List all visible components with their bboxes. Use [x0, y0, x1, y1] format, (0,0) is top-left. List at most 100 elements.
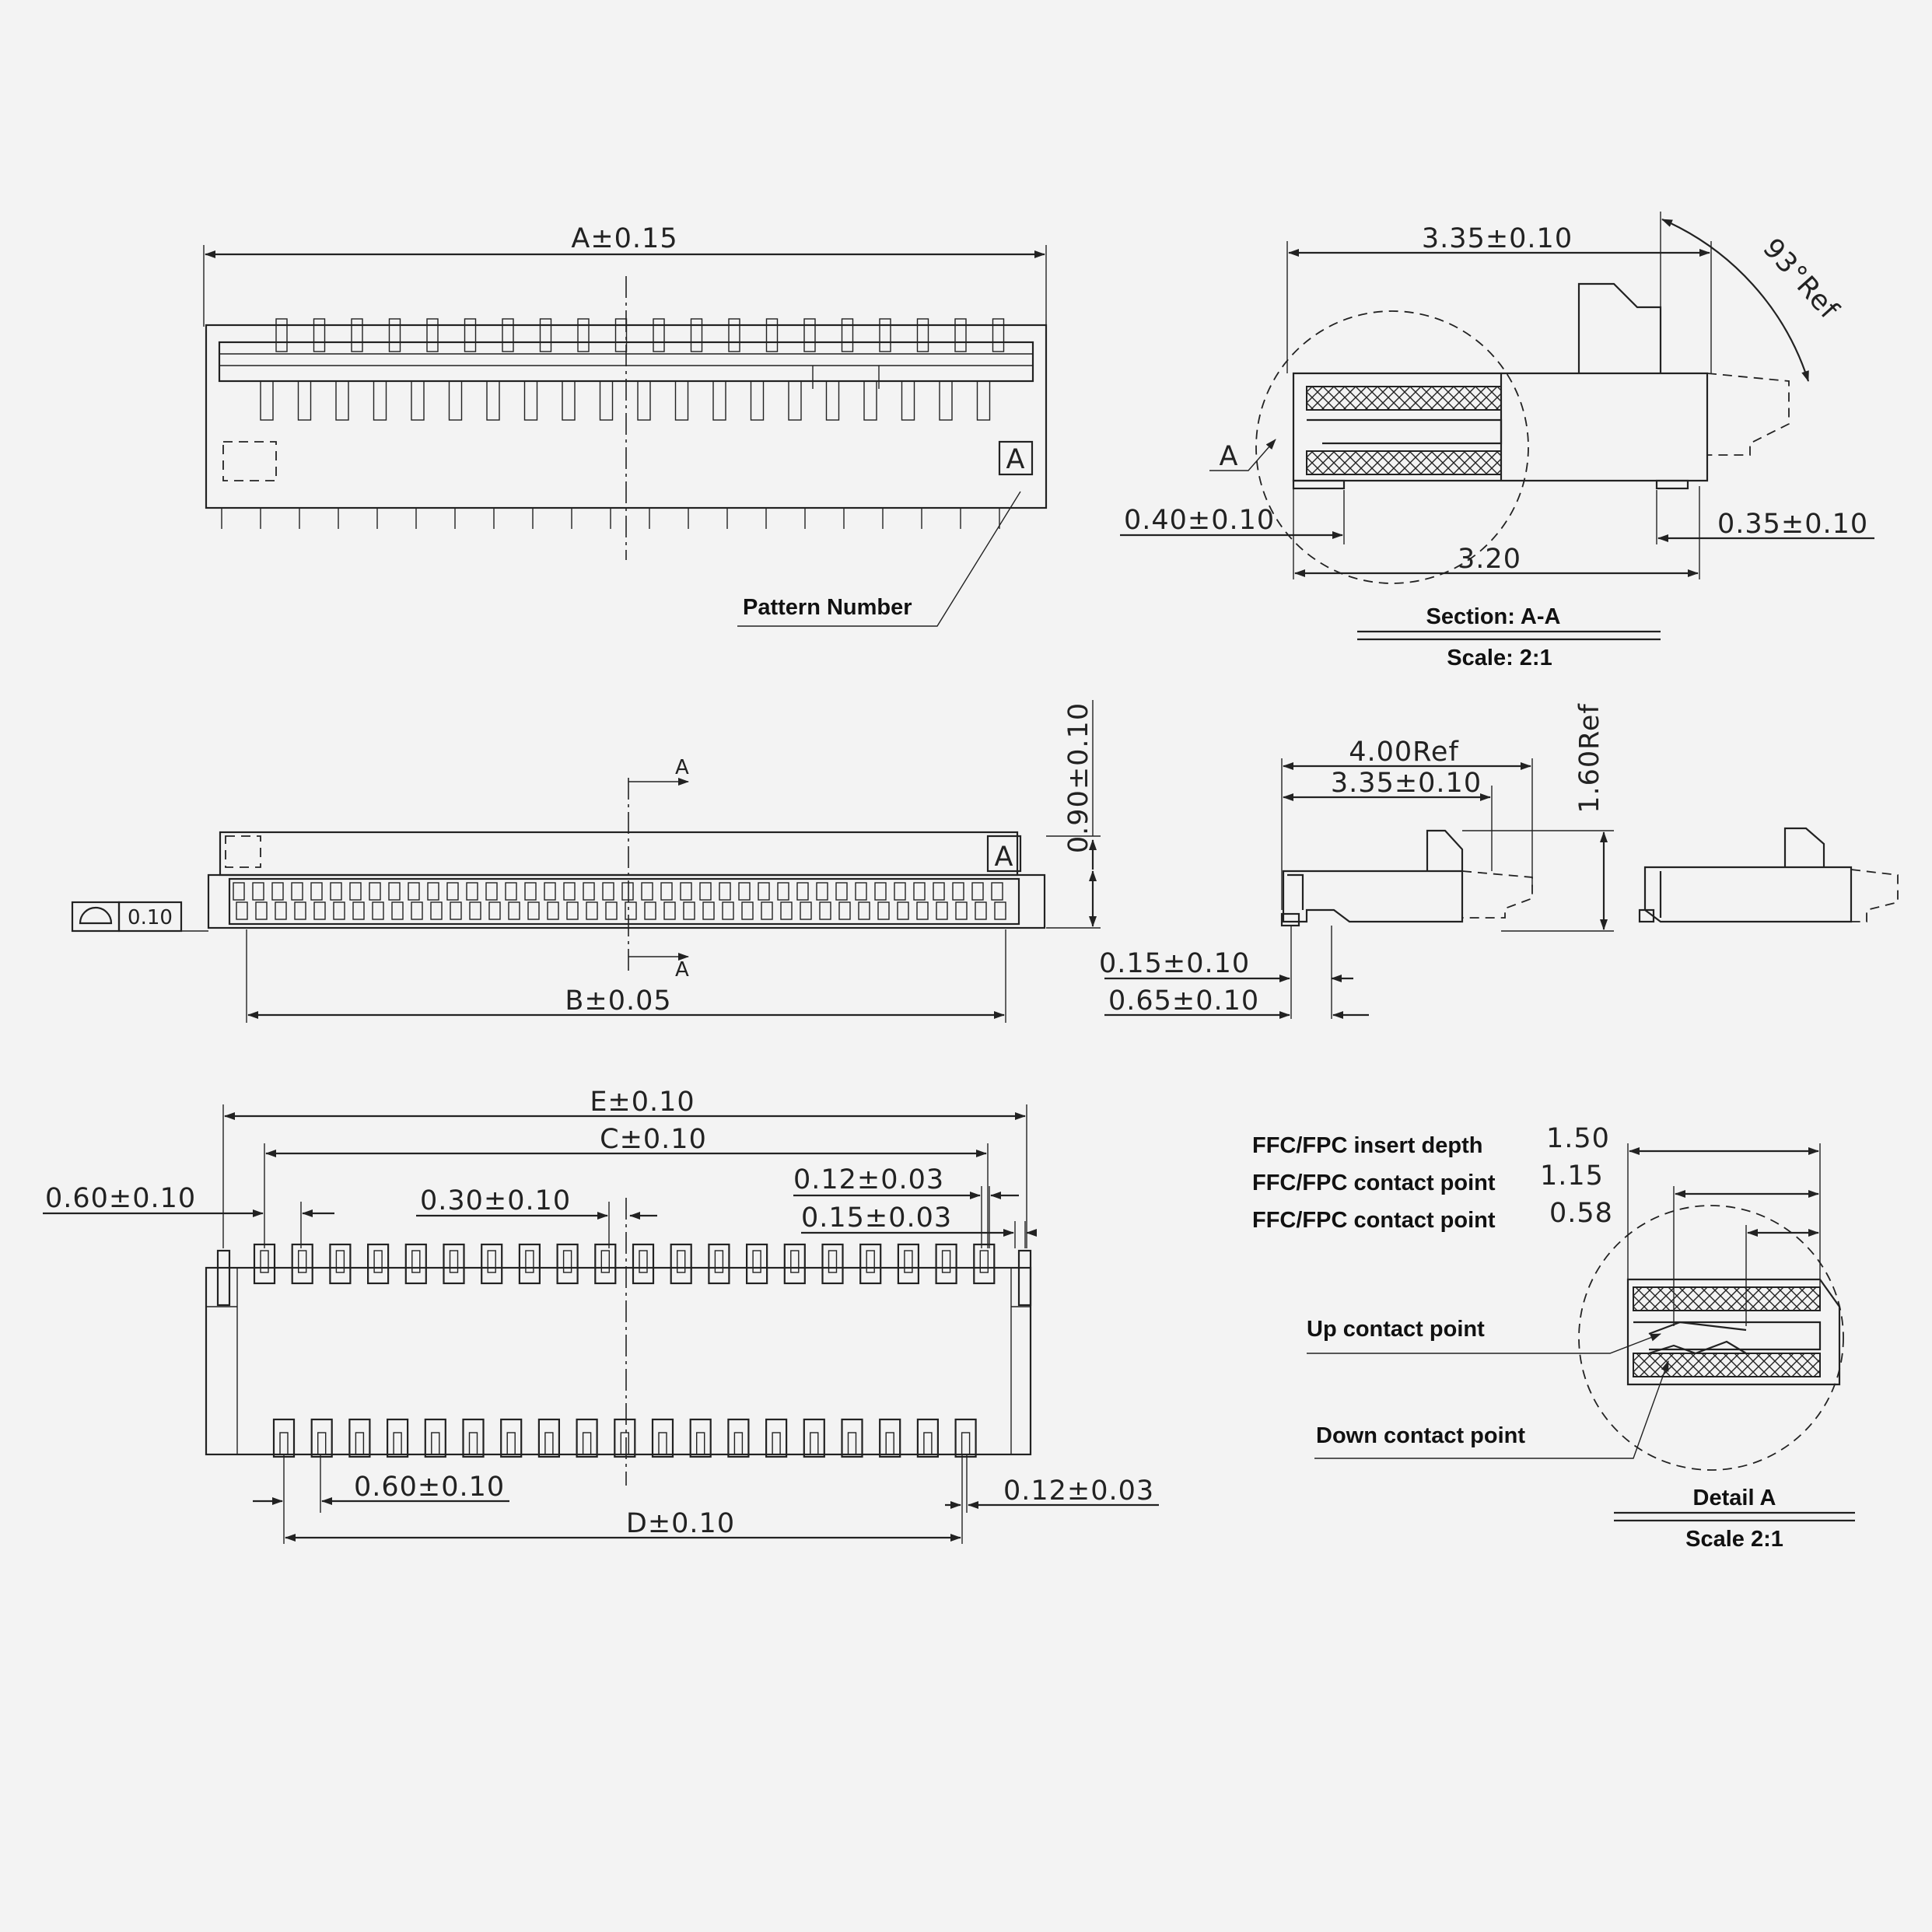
front-contact-lower	[936, 901, 948, 920]
bottom-pin-upper-tip	[373, 1250, 383, 1273]
bottom-dim-pin-width-bottom: 0.12±0.03	[1003, 1475, 1154, 1507]
bottom-view-body	[205, 1266, 1032, 1456]
front-contact-upper	[291, 882, 303, 901]
bottom-pin-lower-tip	[733, 1432, 744, 1455]
top-contact	[502, 318, 514, 352]
front-contact-upper	[252, 882, 264, 901]
front-contact-upper	[660, 882, 673, 901]
pattern-mark-box	[998, 440, 1034, 476]
top-contact	[841, 318, 854, 352]
bottom-pin-upper	[594, 1243, 617, 1285]
bottom-dim-c: C±0.10	[600, 1124, 707, 1155]
detail-row3-label: FFC/FPC contact point	[1252, 1208, 1496, 1233]
section-dim-left: 0.40±0.10	[1124, 505, 1275, 536]
top-contact	[954, 318, 967, 352]
bottom-pin-lower-tip	[544, 1432, 554, 1455]
detail-down-label: Down contact point	[1316, 1423, 1525, 1448]
bottom-pin-upper-tip	[487, 1250, 496, 1273]
front-contact-lower	[877, 901, 890, 920]
front-contact-lower	[722, 901, 734, 920]
front-contact-upper	[602, 882, 614, 901]
bottom-pin-upper-tip	[677, 1250, 686, 1273]
detail-scale: Scale 2:1	[1685, 1527, 1783, 1552]
side-dim-step: 0.15±0.10	[1099, 948, 1250, 979]
section-dim-total: 3.20	[1458, 544, 1521, 575]
front-contact-upper	[310, 882, 323, 901]
front-contact-lower	[450, 901, 462, 920]
bottom-pin-upper-tip	[298, 1250, 307, 1273]
bottom-pin-lower	[537, 1418, 561, 1458]
front-contact-upper	[621, 882, 634, 901]
front-contact-lower	[411, 901, 423, 920]
front-contact-upper	[583, 882, 595, 901]
front-contact-lower	[683, 901, 695, 920]
front-section-mark-top: A	[675, 756, 689, 779]
front-pattern-mark: A	[995, 842, 1014, 873]
front-contact-lower	[975, 901, 987, 920]
bottom-pin-upper-tip	[600, 1250, 610, 1273]
top-contact	[464, 318, 477, 352]
front-contact-lower	[819, 901, 831, 920]
front-contact-lower	[527, 901, 540, 920]
top-contact-tail	[523, 380, 538, 421]
front-contact-upper	[680, 882, 692, 901]
top-contact	[313, 318, 326, 352]
front-contact-lower	[313, 901, 326, 920]
bottom-pin-upper-tip	[335, 1250, 345, 1273]
bottom-pin-upper-tip	[714, 1250, 724, 1273]
bottom-pin-upper-tip	[562, 1250, 572, 1273]
bottom-pin-upper	[935, 1243, 957, 1285]
top-contact-tail	[599, 380, 614, 421]
front-contact-upper	[466, 882, 478, 901]
bottom-pin-lower-tip	[696, 1432, 705, 1455]
bottom-pin-upper-tip	[449, 1250, 459, 1273]
front-contact-lower	[858, 901, 870, 920]
bottom-pin-lower	[803, 1418, 825, 1458]
bottom-pin-upper-tip	[828, 1250, 838, 1273]
top-contact	[539, 318, 552, 352]
bottom-pin-upper	[443, 1243, 465, 1285]
front-contact-lower	[255, 901, 268, 920]
top-contact-tail	[448, 380, 463, 421]
top-contact	[916, 318, 929, 352]
section-view: 3.35±0.10 93°Ref A 0.40±0.10 0.35±0.10 3…	[1120, 212, 1874, 670]
front-contact-upper	[933, 882, 945, 901]
bottom-pin-lower	[272, 1418, 296, 1458]
bottom-pin-lower-tip	[279, 1432, 289, 1455]
front-contact-lower	[352, 901, 365, 920]
bottom-pin-upper	[291, 1243, 313, 1285]
front-contact-lower	[916, 901, 929, 920]
top-contact-tail	[297, 380, 312, 421]
detail-circle	[1255, 310, 1529, 584]
front-contact-lower	[508, 901, 520, 920]
section-cut-label: A	[1220, 441, 1239, 472]
front-contact-upper	[719, 882, 731, 901]
front-contact-upper	[894, 882, 906, 901]
front-contact-upper	[874, 882, 887, 901]
bottom-pin-upper-tip	[790, 1250, 800, 1273]
side-dim-height: 1.60Ref	[1574, 703, 1605, 814]
top-contact	[690, 318, 703, 352]
top-contact	[351, 318, 363, 352]
bottom-pin-upper-tip	[866, 1250, 875, 1273]
flatness-value: 0.10	[128, 906, 173, 929]
bottom-pin-upper	[783, 1243, 806, 1285]
bottom-pin-lower	[727, 1418, 750, 1458]
front-contact-lower	[994, 901, 1006, 920]
flatness-icon	[79, 906, 113, 925]
side-dim-body: 3.35±0.10	[1331, 768, 1482, 799]
front-contact-upper	[777, 882, 789, 901]
section-title: Section: A-A	[1426, 604, 1561, 629]
front-contact-lower	[236, 901, 248, 920]
bottom-pin-upper	[481, 1243, 503, 1285]
bottom-pin-lower	[689, 1418, 712, 1458]
top-contact	[803, 318, 816, 352]
bottom-pin-lower	[841, 1418, 863, 1458]
front-contact-upper	[699, 882, 712, 901]
front-contact-upper	[369, 882, 381, 901]
front-contact-upper	[505, 882, 517, 901]
top-contact-tail	[411, 380, 425, 421]
bottom-pin-upper	[859, 1243, 882, 1285]
detail-row3-value: 0.58	[1549, 1198, 1613, 1229]
